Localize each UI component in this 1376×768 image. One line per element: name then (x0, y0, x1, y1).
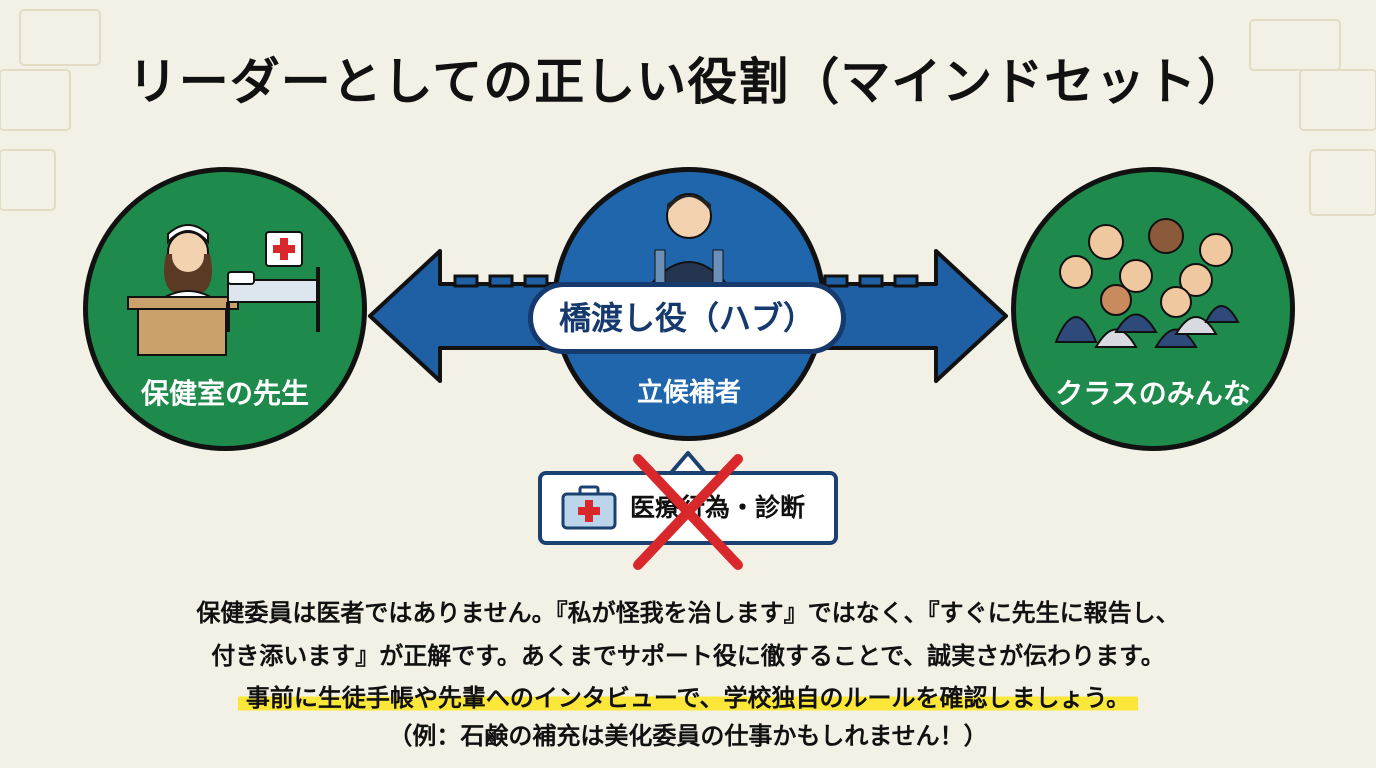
body-text-line-2: 付き添います』が正解です。あくまでサポート役に徹することで、誠実さが伝わります。 (211, 642, 1165, 670)
classmates-circle: クラスのみんな (1011, 167, 1295, 451)
medical-practice-label: 医療行為・診断 (630, 493, 806, 522)
page-title: リーダーとしての正しい役割（マインドセット） (127, 53, 1249, 111)
medical-practice-box: 医療行為・診断 (538, 471, 838, 545)
body-text-line-1: 保健委員は医者ではありません。『私が怪我を治します』ではなく、『すぐに先生に報告… (196, 599, 1180, 627)
highlighted-text: 事前に生徒手帳や先輩へのインタビューで、学校独自のルールを確認しましょう。 (237, 684, 1139, 712)
school-nurse-label: 保健室の先生 (140, 377, 309, 410)
candidate-label: 立候補者 (636, 378, 741, 408)
red-x-icon (633, 454, 743, 570)
classmates-group-icon (1054, 218, 1240, 348)
first-aid-kit-icon (561, 485, 617, 530)
body-text-line-4: （例：石鹸の補充は美化委員の仕事かもしれません！） (388, 722, 988, 750)
classmates-label: クラスのみんな (1055, 377, 1251, 410)
nurse-at-desk-icon (127, 224, 320, 356)
hub-role-label: 橋渡し役（ハブ） (528, 282, 846, 354)
body-text-line-3: 事前に生徒手帳や先輩へのインタビューで、学校独自のルールを確認しましょう。 (0, 678, 1376, 713)
school-nurse-circle: 保健室の先生 (83, 167, 367, 451)
